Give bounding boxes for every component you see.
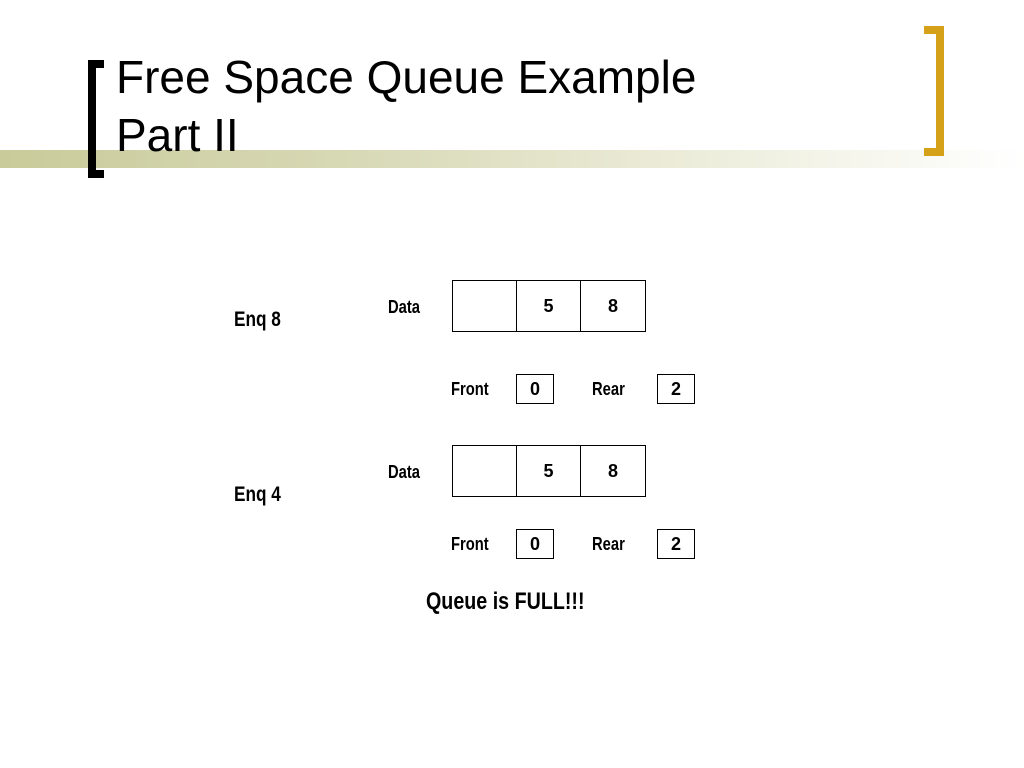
data-label-step-2: Data (388, 462, 420, 482)
left-bracket-decoration (88, 60, 104, 178)
operation-label-step-1: Enq 8 (234, 308, 281, 331)
queue-full-message: Queue is FULL!!! (426, 588, 585, 615)
data-cell: 8 (607, 460, 618, 481)
data-array-step-1: 5 8 (452, 280, 646, 332)
data-cell (453, 281, 517, 331)
rear-value-step-2: 2 (657, 529, 695, 559)
data-array-step-2: 5 8 (452, 445, 646, 497)
data-cell: 8 (607, 295, 618, 316)
front-label-step-1: Front (451, 379, 489, 399)
front-label-step-2: Front (451, 534, 489, 554)
front-value-step-1: 0 (516, 374, 554, 404)
title-underline-band (0, 150, 1024, 168)
data-cell: 5 (517, 446, 581, 496)
data-cell (453, 446, 517, 496)
slide-title: Free Space Queue Example Part II (116, 51, 697, 161)
operation-label-step-2: Enq 4 (234, 483, 281, 506)
data-cell: 5 (517, 281, 581, 331)
rear-value-step-1: 2 (657, 374, 695, 404)
data-label-step-1: Data (388, 297, 420, 317)
rear-label-step-1: Rear (592, 379, 625, 399)
rear-label-step-2: Rear (592, 534, 625, 554)
front-value-step-2: 0 (516, 529, 554, 559)
right-bracket-decoration (924, 26, 944, 156)
